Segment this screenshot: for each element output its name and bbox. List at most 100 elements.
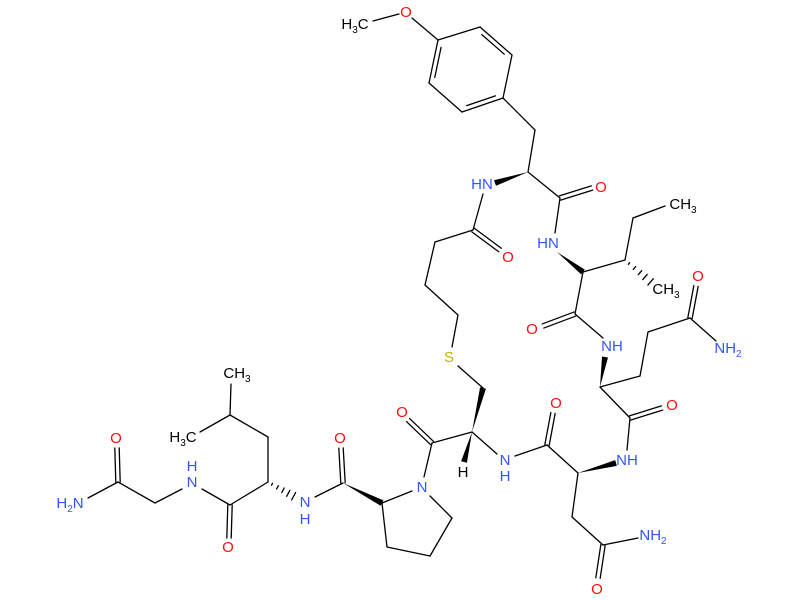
atom-label-n: HN [471,176,493,193]
bond [405,420,432,446]
bond [230,504,233,539]
atom-label-part: O [502,249,514,266]
atom-label-o: O [595,179,607,196]
atom-label-o: O [550,395,562,412]
atom-label-c: H3C [169,429,196,449]
atom-label-o: O [591,581,603,598]
bond [434,229,474,243]
bond [428,82,463,113]
bond [599,375,641,388]
atom-label-part: H [500,468,511,485]
atom-label-part: N [500,452,511,469]
hashed-bond [270,482,297,501]
bond [514,444,548,457]
atom-label-n: N [300,494,311,511]
atom-label-n: HN [537,235,559,252]
bond [626,417,631,451]
atom-label-part: NH [639,527,661,544]
atom-label-part: H [56,495,67,512]
atom-label-part: O [526,321,538,338]
atom-label-part: H [458,464,469,481]
bond [154,488,183,504]
bond [114,447,117,483]
atom-label-n: NH [601,338,623,355]
bond [639,331,649,377]
bond [558,185,592,197]
bond [437,26,481,41]
atom-label-part: H [187,458,198,475]
bond [461,97,504,113]
atom-label-part: N [417,479,428,496]
atom-label-o: O [400,4,412,21]
bond [546,444,579,474]
atom-label-c: CH3 [669,196,697,216]
atom-label-n: N [500,452,511,469]
atom-label-part: N [187,474,198,491]
atom-label-part: H [341,16,352,33]
bond [314,482,344,498]
atom-label-part: HN [537,235,559,252]
bond [117,481,156,504]
atom-label-o: O [396,404,408,421]
bond [199,414,231,433]
bonds [87,13,717,579]
bond [434,46,442,79]
atom-label-part: H [300,511,311,528]
bond [548,412,556,447]
bond [338,447,342,484]
bond [386,546,431,557]
atom-label-part: 2 [661,536,667,547]
atom-label-part: CH [669,196,691,213]
bond [628,405,662,417]
bond [229,414,269,438]
atom-label-part: 3 [674,290,680,301]
atom-label-part: O [110,430,122,447]
wedge-bond [472,387,486,432]
atom-label-n: N [187,474,198,491]
bond [560,189,594,201]
bond [527,171,561,199]
atom-label-n: N [417,479,428,496]
bond [574,271,584,315]
atom-label-part: 2 [736,349,742,360]
atom-label-n: H [300,511,311,528]
hashed-bond [627,262,654,286]
bond [424,241,436,286]
atom-label-part: O [595,179,607,196]
atom-label-part: N [300,494,311,511]
bond [599,544,606,579]
bond [647,317,691,333]
bond [544,411,552,446]
atom-label-part: C [186,429,197,446]
atom-label-o: O [502,249,514,266]
atom-label-part: NH [714,340,736,357]
stereo-wedges [343,172,617,506]
bond [574,313,604,339]
bond [226,504,229,539]
bond [429,517,453,557]
bond [691,285,699,320]
atom-label-part: CH [652,281,674,298]
bond [201,488,231,506]
bond [541,311,575,325]
atom-label-n: H [187,458,198,475]
wedge-bond [461,432,472,463]
bond [423,442,433,478]
atom-label-part: 3 [691,205,697,216]
bond [372,13,400,22]
bond [624,217,634,261]
bond [602,537,639,546]
atom-label-c: H3C [341,16,368,36]
bond [381,490,413,504]
bond [424,284,459,316]
bond [630,409,664,421]
bond [229,383,232,416]
bond [471,231,500,253]
bond [527,129,536,173]
atom-label-part: C [358,16,369,33]
wedge-bond [578,460,617,473]
bond [457,365,484,389]
bond [431,431,473,444]
atom-label-part: O [396,404,408,421]
